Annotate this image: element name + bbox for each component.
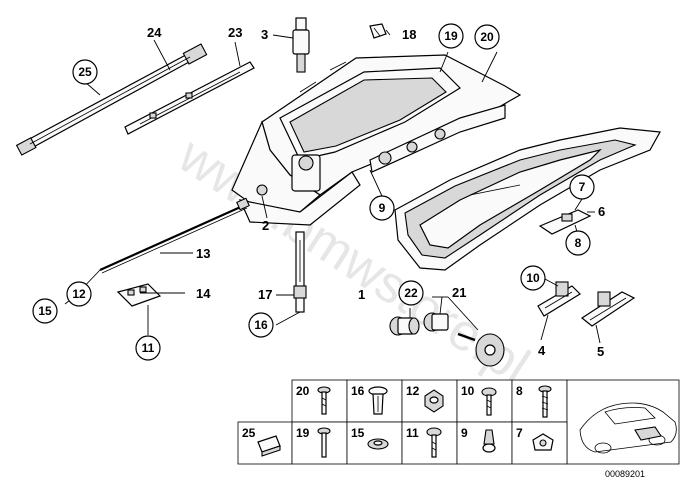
table-cell-20: 20 bbox=[296, 384, 310, 398]
table-cell-11: 11 bbox=[406, 426, 419, 440]
svg-text:7: 7 bbox=[579, 180, 586, 194]
washer-icon bbox=[367, 438, 389, 450]
part-3-switch[interactable] bbox=[292, 17, 310, 73]
callout-25: 25 bbox=[72, 59, 98, 85]
screw-icon bbox=[481, 387, 497, 416]
clip-icon bbox=[482, 429, 496, 453]
callout-9: 9 bbox=[369, 195, 395, 221]
circled-callouts: 25 19 20 9 12 15 11 16 22 7 8 10 bbox=[32, 23, 595, 361]
glovebox-frame[interactable] bbox=[231, 54, 522, 226]
part-21-lock-with-key[interactable] bbox=[423, 312, 505, 367]
callout-8: 8 bbox=[565, 230, 591, 256]
callout-14: 14 bbox=[196, 286, 211, 301]
callout-10: 10 bbox=[520, 265, 546, 291]
svg-text:8: 8 bbox=[575, 236, 582, 250]
callout-5: 5 bbox=[597, 344, 604, 359]
callout-15: 15 bbox=[32, 298, 58, 324]
table-cell-19: 19 bbox=[296, 426, 310, 440]
callout-2: 2 bbox=[262, 218, 269, 233]
callout-7: 7 bbox=[569, 174, 595, 200]
part-4-hinge[interactable] bbox=[537, 281, 581, 317]
callout-22: 22 bbox=[398, 280, 424, 306]
table-cell-7: 7 bbox=[516, 426, 523, 440]
table-cell-12: 12 bbox=[406, 384, 420, 398]
table-cell-10: 10 bbox=[461, 384, 475, 398]
callout-19: 19 bbox=[438, 23, 464, 49]
leader-lines bbox=[64, 29, 601, 344]
svg-text:9: 9 bbox=[379, 201, 386, 215]
part-22-lock-cylinder[interactable] bbox=[389, 316, 420, 336]
car-silhouette-icon bbox=[579, 402, 677, 454]
part-18-clip[interactable] bbox=[369, 23, 387, 39]
svg-text:20: 20 bbox=[480, 30, 494, 44]
table-cell-8: 8 bbox=[516, 384, 523, 398]
part-14-bracket[interactable] bbox=[116, 283, 162, 307]
callout-4: 4 bbox=[538, 343, 546, 358]
table-cell-25: 25 bbox=[242, 426, 256, 440]
part-6-latch-plate[interactable] bbox=[538, 209, 592, 235]
nut-icon bbox=[424, 389, 444, 413]
callout-6: 6 bbox=[598, 204, 605, 219]
bracket-icon bbox=[257, 435, 281, 457]
diagram-code: 00089201 bbox=[605, 469, 645, 479]
clip-icon bbox=[368, 386, 388, 415]
callout-18: 18 bbox=[402, 27, 416, 42]
svg-text:22: 22 bbox=[404, 286, 418, 300]
svg-text:15: 15 bbox=[38, 304, 52, 318]
table-cell-9: 9 bbox=[461, 426, 468, 440]
callout-24: 24 bbox=[147, 25, 162, 40]
part-13-rod[interactable] bbox=[99, 197, 250, 274]
svg-text:12: 12 bbox=[72, 287, 86, 301]
screw-icon bbox=[317, 386, 331, 415]
part-23-trim-strip[interactable] bbox=[124, 61, 255, 135]
svg-text:10: 10 bbox=[526, 271, 540, 285]
svg-text:16: 16 bbox=[254, 318, 268, 332]
callout-16: 16 bbox=[248, 312, 274, 338]
hardware-table: 20 16 12 10 8 25 19 15 11 9 7 bbox=[237, 379, 680, 465]
screw-icon bbox=[317, 427, 331, 458]
bracket-icon bbox=[532, 433, 554, 451]
table-cell-16: 16 bbox=[351, 384, 365, 398]
svg-text:11: 11 bbox=[142, 341, 155, 355]
svg-text:25: 25 bbox=[78, 65, 92, 79]
callout-1: 1 bbox=[358, 287, 365, 302]
callout-21: 21 bbox=[452, 285, 466, 300]
part-5-hinge[interactable] bbox=[580, 291, 636, 327]
callout-3: 3 bbox=[261, 27, 268, 42]
part-24-cable-rail[interactable] bbox=[15, 43, 208, 156]
callout-11: 11 bbox=[135, 335, 161, 361]
callout-17: 17 bbox=[258, 287, 272, 302]
callout-23: 23 bbox=[228, 25, 242, 40]
part-17-strap[interactable] bbox=[293, 231, 307, 313]
callout-20: 20 bbox=[474, 24, 500, 50]
screw-icon bbox=[538, 385, 552, 418]
screw-icon bbox=[426, 427, 442, 458]
callout-13: 13 bbox=[196, 246, 210, 261]
part-1-glovebox-lid[interactable] bbox=[394, 127, 661, 271]
svg-text:19: 19 bbox=[444, 29, 458, 43]
table-cell-15: 15 bbox=[351, 426, 365, 440]
callout-12: 12 bbox=[66, 281, 92, 307]
callout-labels: 24 23 3 18 2 13 14 17 1 21 6 4 5 bbox=[147, 25, 605, 359]
